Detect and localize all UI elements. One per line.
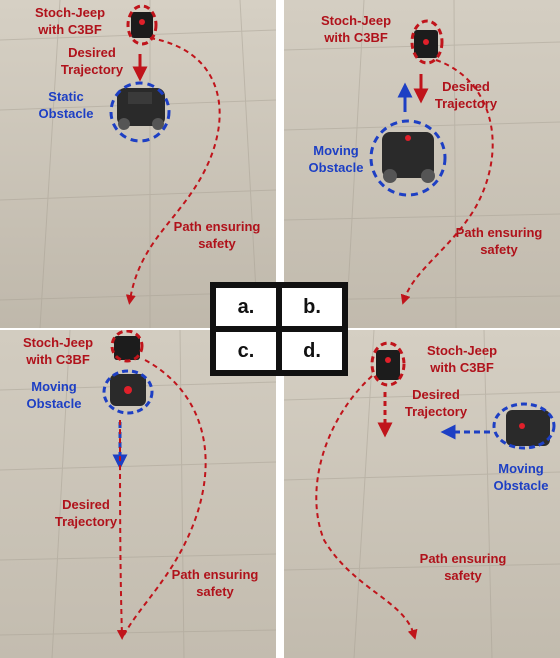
static-obstacle-icon (117, 88, 165, 130)
legend-cell-a: a. (216, 288, 276, 326)
robot-icon (114, 336, 140, 360)
robot-icon (414, 30, 438, 58)
moving-obstacle-icon (110, 374, 146, 406)
panel-a-photo (0, 0, 276, 328)
moving-obstacle-icon (382, 132, 435, 183)
panel-d-photo (284, 330, 560, 658)
robot-icon (376, 350, 400, 380)
panel-b-photo (284, 0, 560, 328)
legend-cell-c: c. (216, 332, 276, 370)
legend-cell-d: d. (282, 332, 342, 370)
legend-cell-b: b. (282, 288, 342, 326)
panel-c-photo (0, 330, 276, 658)
panel-legend-grid: a. b. c. d. (210, 282, 348, 376)
moving-obstacle-icon (506, 410, 550, 446)
robot-icon (131, 12, 153, 38)
